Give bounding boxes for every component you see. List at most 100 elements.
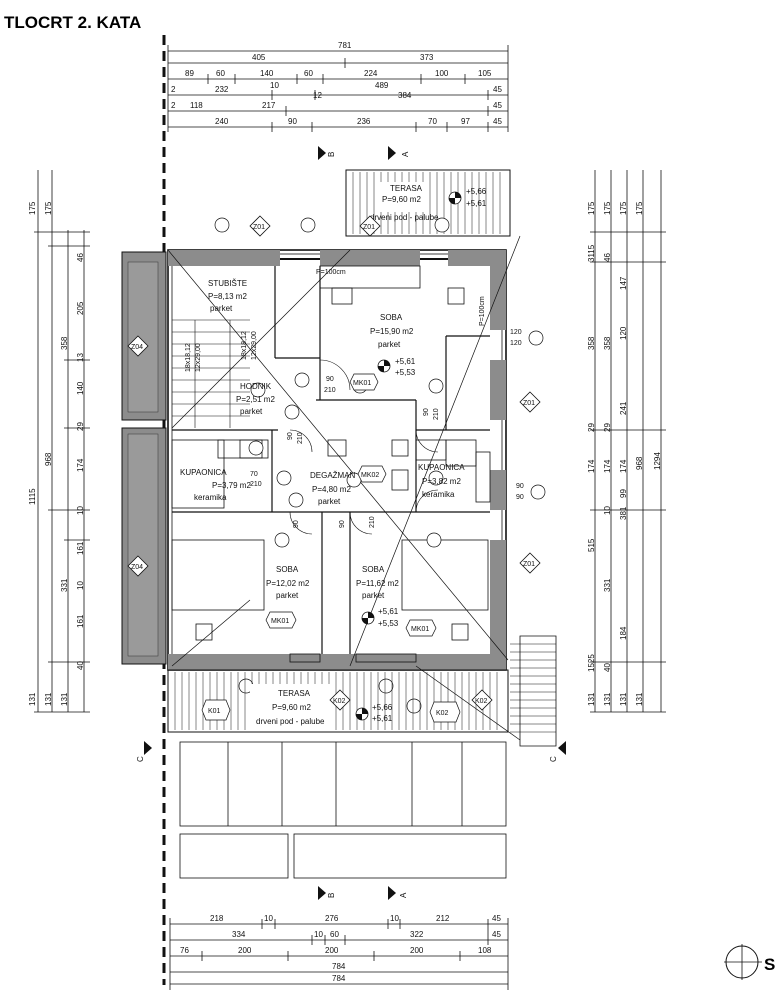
element-tag: K02 xyxy=(436,710,449,717)
room-name: DEGAŽMAN xyxy=(310,471,356,480)
section-letter: A xyxy=(401,151,410,157)
element-tag: Z01 xyxy=(363,224,375,231)
dim-label: 358 xyxy=(60,336,69,350)
dim-label: 40 xyxy=(76,661,85,670)
dim-label: 89 xyxy=(185,69,194,78)
room-area: P=3,82 m2 xyxy=(422,477,461,486)
room-area: P=9,60 m2 xyxy=(382,195,421,204)
tag-mk01-c: MK01 xyxy=(405,619,437,637)
dim-label: 174 xyxy=(587,459,596,473)
left-dimensions xyxy=(34,170,90,713)
dim-label: 781 xyxy=(338,41,352,50)
tag-z04-a: Z04 xyxy=(127,335,149,357)
level-value: +5,61 xyxy=(395,357,416,366)
tag-z01-c: Z01 xyxy=(519,391,541,413)
note: P=100cm xyxy=(479,296,486,326)
room-floor: parket xyxy=(318,497,341,506)
note: 90 xyxy=(339,520,346,528)
dim-label: 200 xyxy=(325,946,339,955)
note: 90 xyxy=(326,376,334,383)
room-name: KUPAONICA xyxy=(418,463,465,472)
dim-label: 489 xyxy=(375,81,389,90)
tag-k02: K02 xyxy=(429,701,461,723)
dim-label: 174 xyxy=(603,459,612,473)
dim-label: 174 xyxy=(619,459,628,473)
section-letter: B xyxy=(327,893,336,898)
door-swings xyxy=(289,359,439,535)
level-value: +5,66 xyxy=(372,703,393,712)
level-value: +5,61 xyxy=(466,199,487,208)
dim-label: 140 xyxy=(260,69,274,78)
furniture xyxy=(171,265,491,663)
room-area: P=9,60 m2 xyxy=(272,703,311,712)
dim-label: 331 xyxy=(603,578,612,592)
dim-label: 2 xyxy=(171,85,176,94)
note: 90 xyxy=(516,494,524,501)
dim-label: 13 xyxy=(76,353,85,362)
top-dimensions xyxy=(167,45,509,132)
dim-label: 45 xyxy=(493,117,502,126)
level-value: +5,53 xyxy=(378,619,399,628)
dim-label: 10 xyxy=(270,81,279,90)
room-name: SOBA xyxy=(276,565,299,574)
plan-title: TLOCRT 2. KATA xyxy=(4,13,141,32)
dim-label: 45 xyxy=(493,101,502,110)
note: 90 xyxy=(423,408,430,416)
dim-label: 131 xyxy=(28,692,37,706)
room-name: KUPAONICA xyxy=(180,468,227,477)
lower-annex xyxy=(179,741,507,879)
room-area: P=3,79 m2 xyxy=(212,481,251,490)
building-walls xyxy=(121,249,507,671)
note: 120 xyxy=(510,340,522,347)
terrace-top: TERASA P=9,60 m2 drveni pod - palube +5,… xyxy=(345,169,511,237)
dim-label: 1525 xyxy=(587,654,596,672)
tag-k01: K01 xyxy=(201,699,231,721)
dim-label: 131 xyxy=(635,692,644,706)
dim-label: 175 xyxy=(587,201,596,215)
tag-mk01-a: MK01 xyxy=(349,373,379,391)
dim-label: 200 xyxy=(238,946,252,955)
dim-label: 784 xyxy=(332,974,346,983)
section-marker-a-top: A xyxy=(388,146,410,160)
dim-label: 90 xyxy=(288,117,297,126)
section-marker-b-bottom: B xyxy=(318,886,336,900)
element-tag: Z01 xyxy=(253,224,265,231)
dim-label: 212 xyxy=(436,914,450,923)
room-floor: parket xyxy=(276,591,299,600)
note: 90 xyxy=(516,483,524,490)
dim-label: 236 xyxy=(357,117,371,126)
dim-label: 60 xyxy=(304,69,313,78)
dim-label: 70 xyxy=(428,117,437,126)
stair-note: 12x29,00 xyxy=(195,343,202,372)
dim-label: 1294 xyxy=(653,452,662,470)
dim-label: 131 xyxy=(60,692,69,706)
note: 90 xyxy=(287,432,294,440)
tag-mk02: MK02 xyxy=(357,465,387,483)
right-dimensions xyxy=(590,170,666,713)
section-letter: C xyxy=(136,756,145,762)
dim-label: 217 xyxy=(262,101,276,110)
room-name: STUBIŠTE xyxy=(208,279,247,288)
room-floor: parket xyxy=(210,304,233,313)
element-tag: K02 xyxy=(475,698,488,705)
dim-label: 10 xyxy=(76,506,85,515)
dim-label: 200 xyxy=(410,946,424,955)
dim-label: 100 xyxy=(435,69,449,78)
section-letter: A xyxy=(399,892,408,898)
dim-label: 174 xyxy=(76,458,85,472)
room-area: P=15,90 m2 xyxy=(370,327,414,336)
tag-z01-a: Z01 xyxy=(249,215,271,237)
dim-label: 29 xyxy=(587,423,596,432)
dim-label: 60 xyxy=(216,69,225,78)
room-name: TERASA xyxy=(390,184,423,193)
room-floor: drveni pod - palube xyxy=(370,213,439,222)
room-soba-bottom-left: SOBA P=12,02 m2 parket xyxy=(266,565,310,600)
dim-label: 45 xyxy=(492,930,501,939)
dim-label: 175 xyxy=(28,201,37,215)
element-tag: MK01 xyxy=(271,618,289,625)
dim-label: 46 xyxy=(603,253,612,262)
dim-label: 175 xyxy=(635,201,644,215)
dim-label: 10 xyxy=(390,914,399,923)
room-name: SOBA xyxy=(362,565,385,574)
